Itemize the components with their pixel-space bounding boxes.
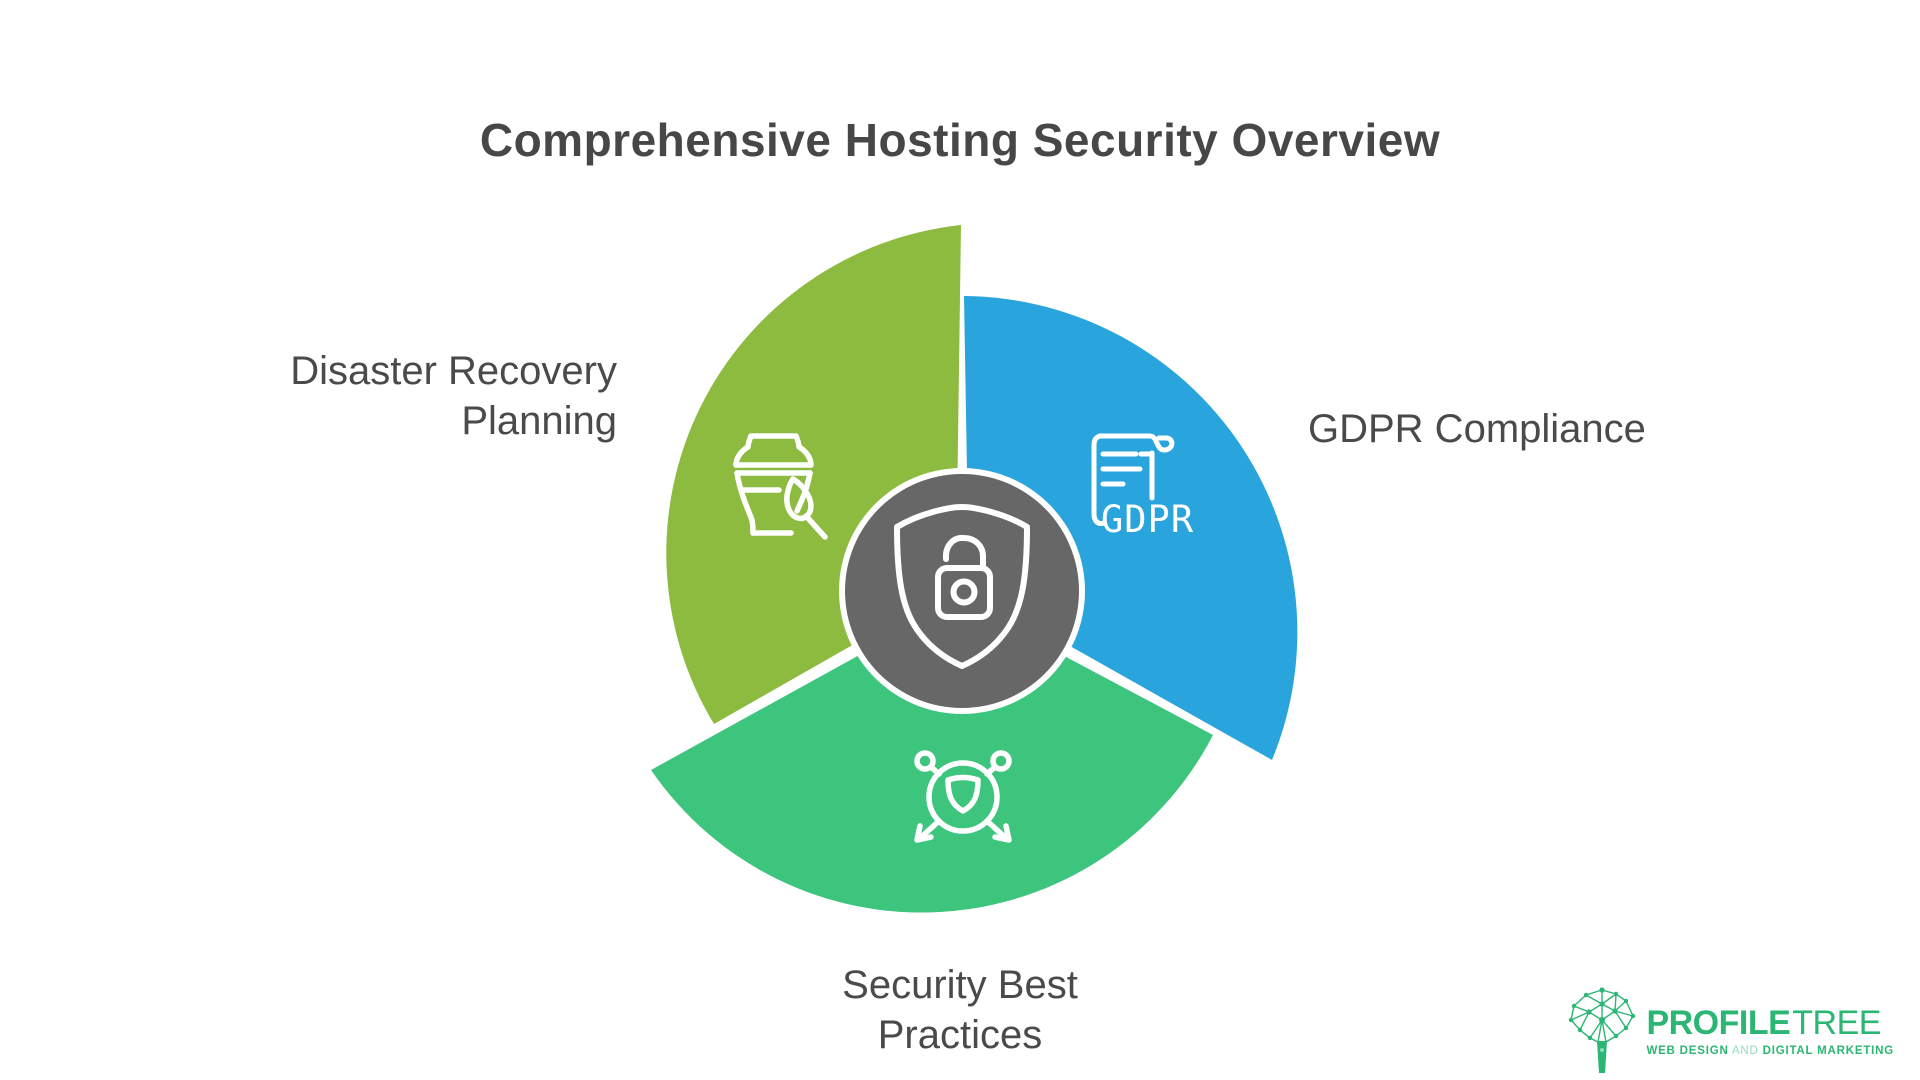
tagline-part: WEB DESIGN [1646,1045,1729,1057]
gdpr-scroll-icon: GDPR [1091,433,1194,541]
profiletree-tree-icon [1569,987,1636,1073]
page-title: Comprehensive Hosting Security Overview [479,113,1441,166]
profiletree-brand: PROFILETREE [1646,1003,1894,1043]
label-line: Disaster Recovery [290,349,617,393]
label-disaster-recovery: Disaster Recovery Planning [290,346,617,446]
shield-unlocked-icon [894,504,1030,669]
tagline-part: DIGITAL MARKETING [1762,1045,1894,1057]
profiletree-tagline: WEB DESIGN AND DIGITAL MARKETING [1646,1045,1894,1057]
brand-primary: PROFILE [1646,1004,1791,1042]
label-line: Planning [461,399,617,443]
profiletree-logo: PROFILETREE WEB DESIGN AND DIGITAL MARKE… [1568,986,1894,1074]
label-line: Security Best [842,963,1078,1007]
vase-paintbrush-icon [733,433,828,540]
gdpr-icon-text: GDPR [1101,498,1194,541]
tagline-part: AND [1731,1045,1759,1057]
center-hub [839,468,1085,714]
label-gdpr-compliance: GDPR Compliance [1308,407,1646,451]
profiletree-logo-text: PROFILETREE WEB DESIGN AND DIGITAL MARKE… [1646,1003,1894,1057]
brand-secondary: TREE [1792,1004,1881,1042]
segment-gdpr-compliance [964,296,1298,760]
label-security-best-practices: Security Best Practices [760,960,1160,1060]
network-shield-icon [914,750,1012,843]
hub-circle [845,474,1079,708]
label-line: Practices [877,1013,1043,1057]
